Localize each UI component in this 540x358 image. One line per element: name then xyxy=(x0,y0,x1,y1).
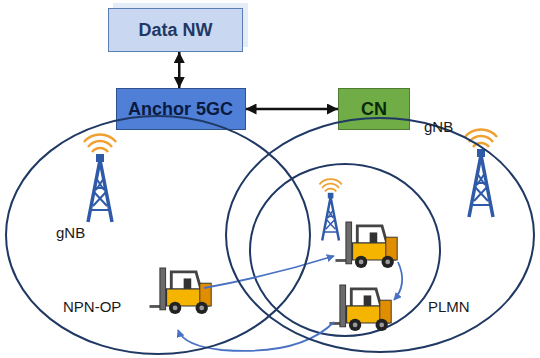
area-ellipse xyxy=(226,118,534,352)
network-area: PLMN xyxy=(225,117,535,353)
core-box: Anchor 5GC xyxy=(116,88,246,130)
area-ellipse xyxy=(6,116,310,354)
station-label: gNB xyxy=(56,224,85,241)
area-outline xyxy=(5,115,311,355)
network-area: NPN-OP xyxy=(5,115,311,355)
area-outline xyxy=(225,117,535,353)
box-label: Data NW xyxy=(138,20,212,41)
box-label: CN xyxy=(361,99,387,120)
link-arrow xyxy=(178,52,181,88)
link-arrow xyxy=(246,108,339,111)
network-box: Data NW xyxy=(108,8,243,52)
station-label: gNB xyxy=(424,118,453,135)
area-label: PLMN xyxy=(428,298,470,315)
core-box: CN xyxy=(338,88,410,130)
area-label: NPN-OP xyxy=(63,298,121,315)
